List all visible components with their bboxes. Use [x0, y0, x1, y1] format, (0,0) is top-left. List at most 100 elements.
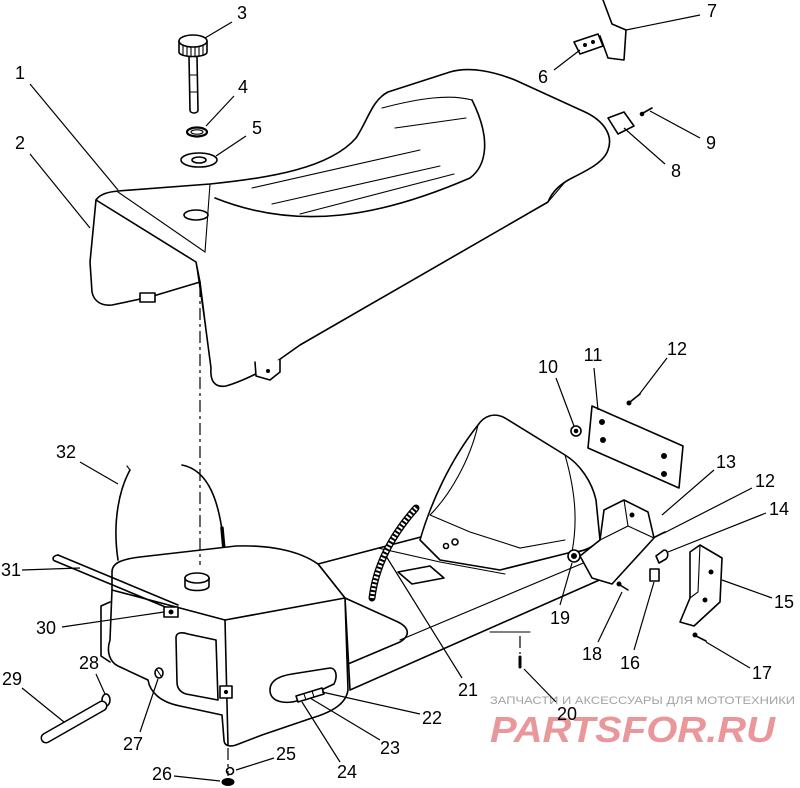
leader-line-23: [309, 697, 381, 741]
bushing-14-body: [655, 549, 669, 564]
screw-17-head: [692, 632, 698, 638]
leader-line-14: [667, 512, 767, 553]
screw-9-shank: [642, 107, 653, 114]
callout-23: 23: [380, 738, 400, 758]
screw-27-slot: [156, 669, 162, 677]
leader-line-22: [321, 691, 421, 715]
seat-front-tab: [139, 292, 156, 303]
callout-19: 19: [550, 608, 570, 628]
screw-12-lower-shank: [654, 531, 666, 538]
hump-rear-line: [564, 454, 576, 553]
fitting-30: [163, 606, 179, 618]
leader-line-24: [301, 701, 341, 763]
seat-base: [317, 414, 605, 691]
plate-11-hole: [600, 437, 606, 443]
leader-line-17: [705, 641, 751, 669]
plate-11-hole: [661, 453, 667, 459]
rod-29: [40, 700, 108, 744]
base-near-edge: [399, 555, 601, 641]
strap-end: [52, 554, 59, 562]
screw-9: [639, 107, 653, 117]
nut-26: [221, 778, 235, 786]
callout-16: 16: [620, 653, 640, 673]
seat-cap-hole: [183, 209, 209, 221]
wire-right: [181, 464, 225, 549]
leader-line-25: [235, 757, 275, 771]
tank-bottom-tab-hole: [223, 689, 229, 695]
tank-corner-edge: [224, 619, 229, 746]
callout-11: 11: [584, 345, 603, 365]
bracket-15-body: [679, 544, 723, 627]
screw-9-head: [639, 111, 645, 117]
seat-side-wall-line: [195, 261, 207, 331]
leader-line-12-lower: [663, 487, 753, 534]
leader-line-19: [559, 562, 573, 606]
seat-stitch-3: [299, 173, 455, 215]
plate-11: [587, 405, 684, 489]
bracket-15-edge: [689, 544, 701, 599]
callout-14: 14: [769, 499, 789, 519]
o-ring-outer: [185, 126, 209, 138]
callout-12: 12: [667, 339, 687, 359]
screw-17-shank: [695, 635, 707, 642]
leader-line-13: [661, 469, 715, 516]
callout-17: 17: [752, 663, 772, 683]
filler-top: [184, 572, 210, 584]
callout-20: 20: [557, 704, 577, 724]
leader-line-7: [625, 14, 701, 31]
wire-left-end: [126, 465, 131, 471]
callout-13: 13: [716, 452, 736, 472]
tank-side-recess: [269, 667, 337, 704]
callout-32: 32: [56, 442, 76, 462]
leader-line-30: [61, 611, 165, 628]
base-floor-plate: [397, 565, 445, 585]
nut-19-hole: [571, 553, 577, 559]
leader-line-10: [555, 377, 575, 427]
callout-27: 27: [123, 734, 143, 754]
callout-4: 4: [238, 77, 248, 97]
callout-10: 10: [538, 357, 558, 377]
plate-11-hole: [599, 419, 605, 425]
bushing-14: [655, 549, 669, 564]
leader-line-6: [553, 49, 581, 71]
screw-12-lower: [654, 531, 666, 538]
cap-knurling: [182, 45, 204, 58]
nut-19: [567, 549, 581, 563]
tank-strap: [52, 554, 179, 612]
leader-line-11: [593, 367, 599, 411]
hump-fitting: [442, 542, 450, 550]
o-ring-inner: [190, 129, 204, 135]
seat-front-lip: [117, 183, 211, 253]
fitting-30-hole: [168, 609, 174, 615]
screw-17: [692, 632, 707, 642]
fitting-22-24-line: [303, 690, 315, 701]
seat-outline: [89, 68, 611, 388]
plate-6-hole: [591, 40, 595, 44]
callout-22: 22: [422, 708, 442, 728]
leader-line-27: [139, 678, 159, 733]
watermark-caption: ЗАПЧАСТИ И АКСЕССУАРЫ ДЛЯ МОТОТЕХНИКИ: [490, 695, 795, 707]
cap-top: [178, 34, 208, 48]
leader-line-12: [637, 357, 668, 397]
leader-line-8: [623, 127, 666, 165]
washer: [180, 152, 218, 168]
base-left-flap: [344, 597, 409, 665]
seat-cushion-edge: [214, 99, 486, 218]
base-floor-line: [377, 547, 506, 575]
leader-line-31: [21, 567, 81, 571]
hump-crease: [429, 424, 479, 516]
seat-rear-edge-line: [547, 181, 566, 203]
callout-18: 18: [582, 644, 602, 664]
callout-29: 29: [2, 669, 22, 689]
wire-right-sleeve: [220, 526, 226, 552]
leader-line-26: [173, 775, 221, 782]
fuel-gauge-cap: [178, 34, 208, 114]
nut-10: [570, 425, 582, 437]
bracket-15-hole: [702, 597, 708, 603]
callout-12-lower: 12: [755, 471, 775, 491]
callout-25: 25: [276, 744, 296, 764]
plate-11-hole: [661, 471, 667, 477]
callout-9: 9: [706, 133, 716, 153]
leader-line-9: [649, 110, 701, 139]
